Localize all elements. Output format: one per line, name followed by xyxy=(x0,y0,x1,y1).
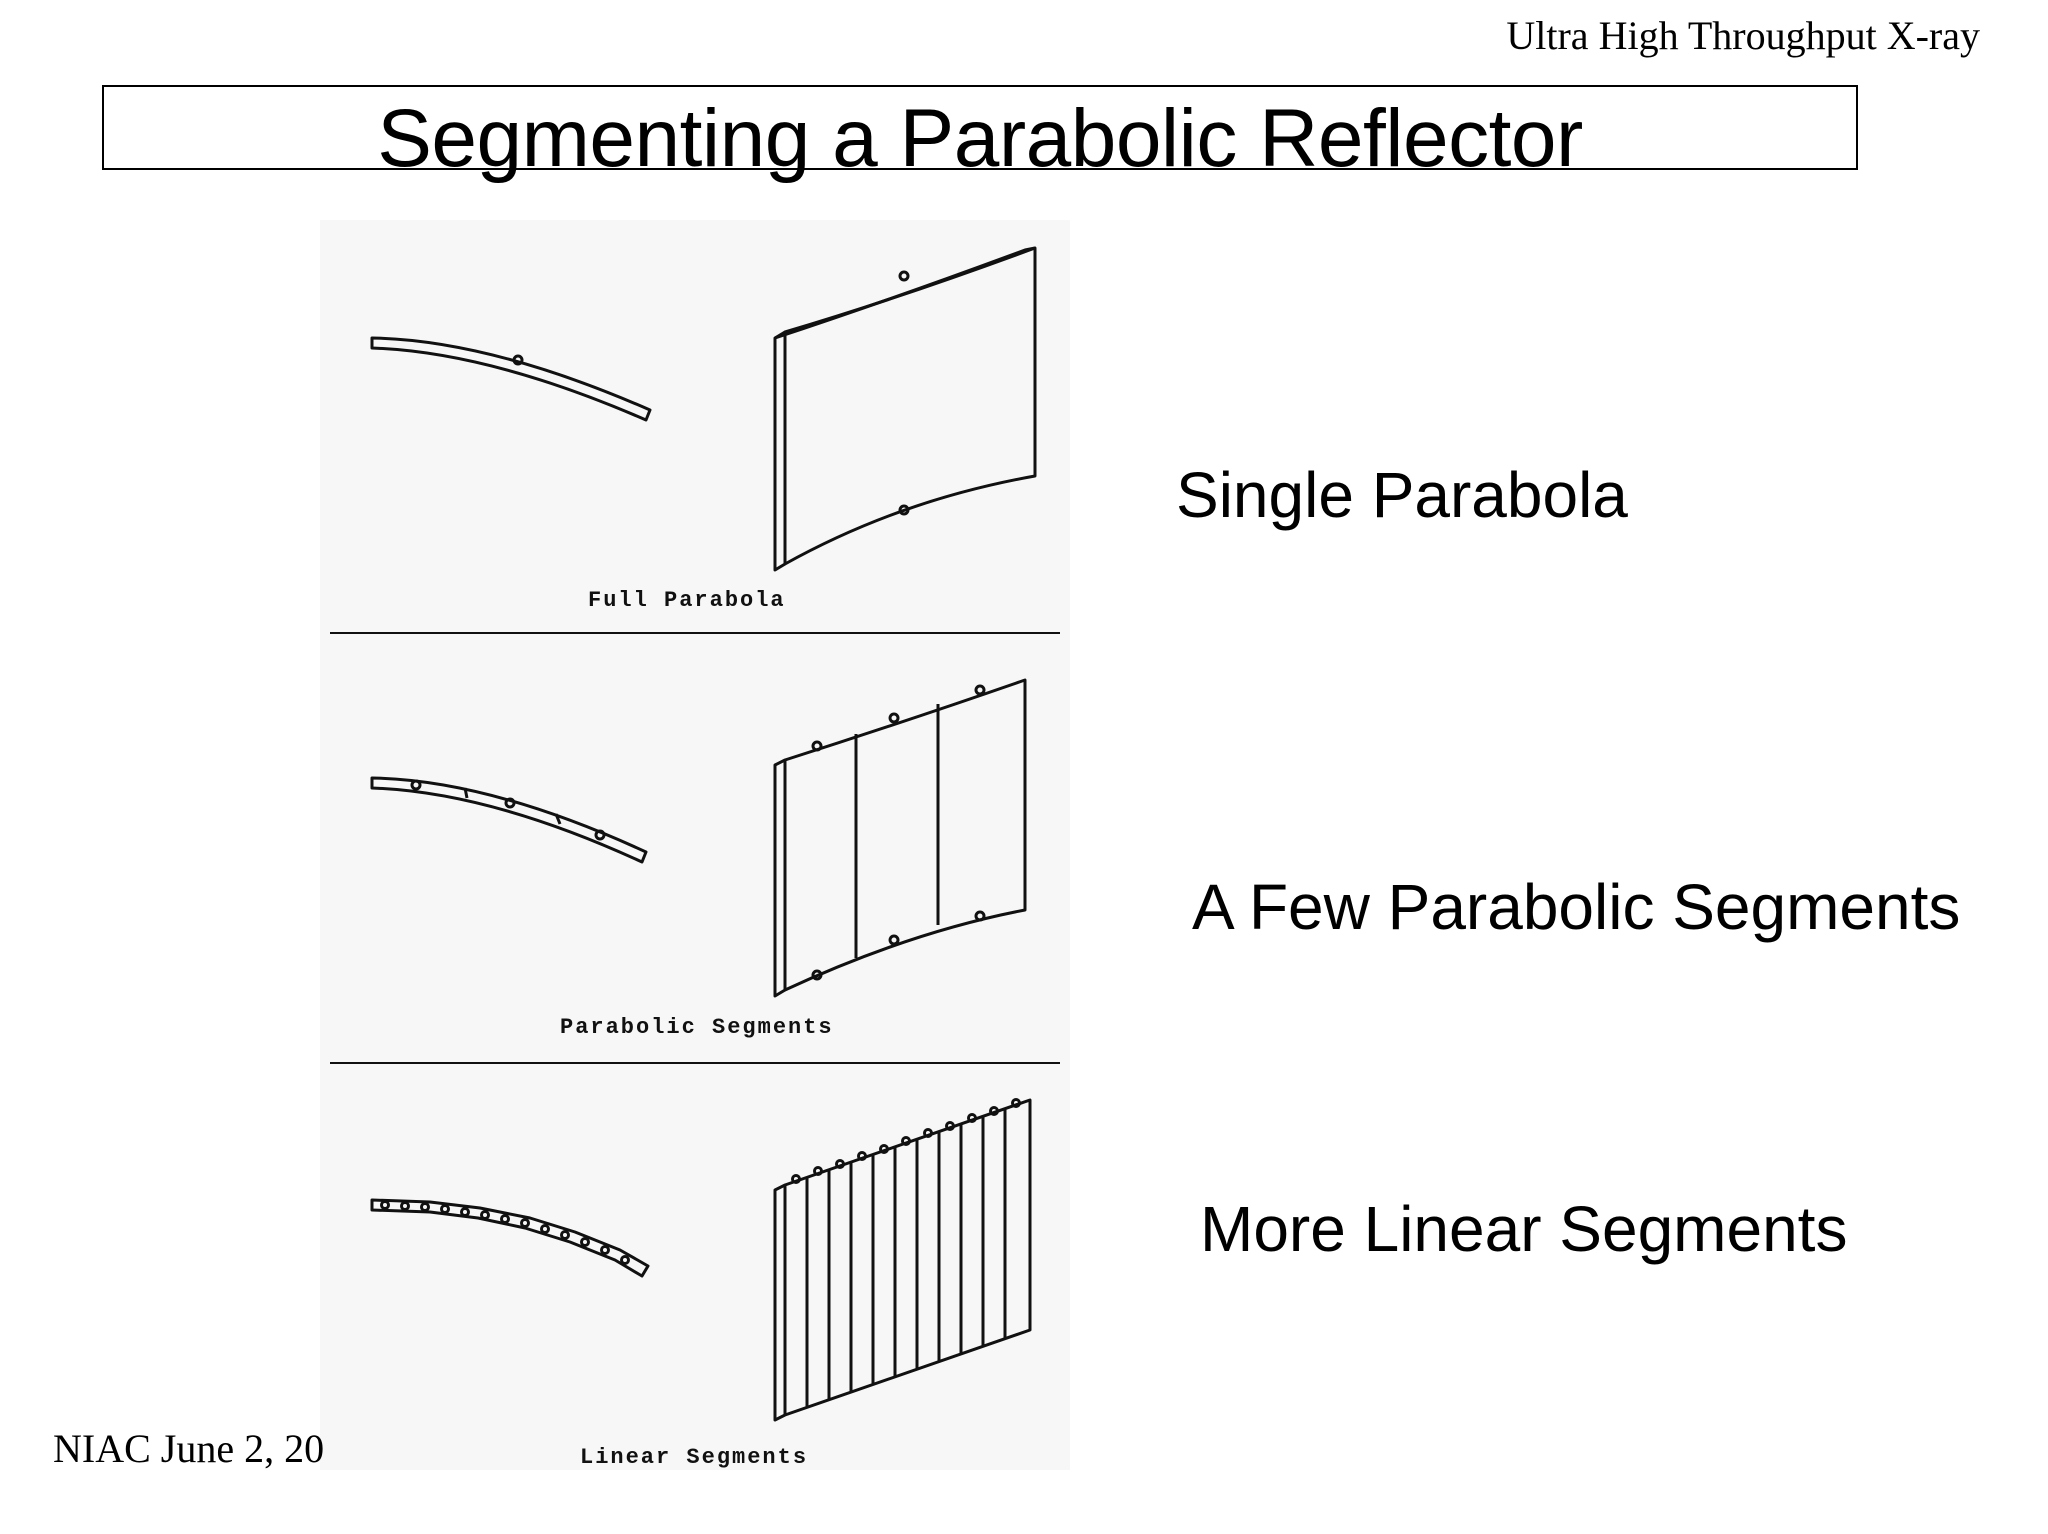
label-single-parabola: Single Parabola xyxy=(1176,459,1628,531)
slide-title: Segmenting a Parabolic Reflector xyxy=(377,93,1583,184)
caption-parabolic-segments: Parabolic Segments xyxy=(560,1015,834,1040)
full-parabola-drawing xyxy=(370,246,1037,572)
title-frame xyxy=(102,85,1858,170)
label-few-parabolic-segments: A Few Parabolic Segments xyxy=(1192,871,1961,943)
footer-date: NIAC June 2, 20 xyxy=(53,1426,325,1471)
caption-full-parabola: Full Parabola xyxy=(588,588,786,613)
caption-linear-segments: Linear Segments xyxy=(580,1445,809,1470)
label-more-linear-segments: More Linear Segments xyxy=(1200,1193,1848,1265)
header-course-title: Ultra High Throughput X-ray xyxy=(1506,13,1980,58)
linear-segments-drawing xyxy=(370,1098,1032,1422)
reflector-figure: Full Parabola Parabolic Segments Linear … xyxy=(320,220,1070,1470)
reflector-drawings xyxy=(330,246,1060,1422)
parabolic-segments-drawing xyxy=(370,678,1027,998)
